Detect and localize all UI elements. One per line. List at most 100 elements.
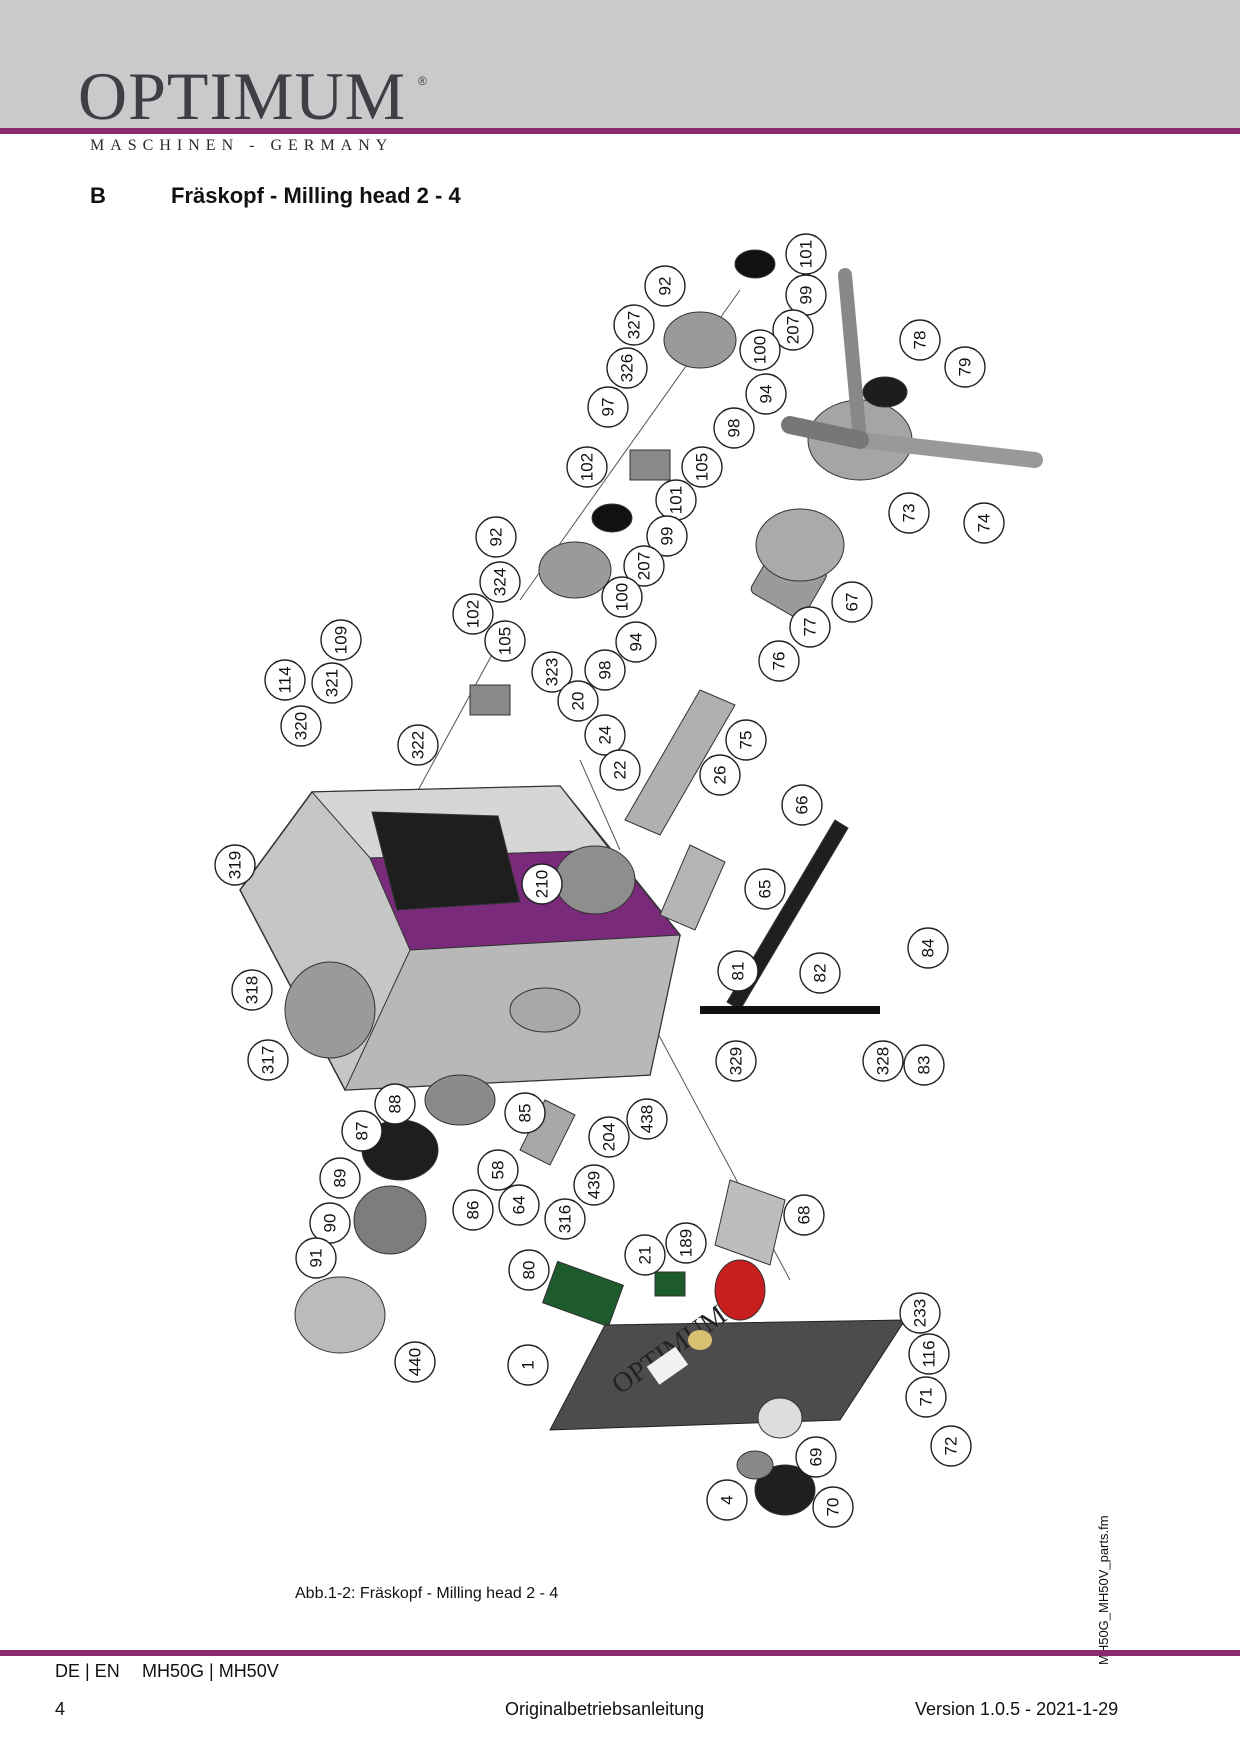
svg-text:101: 101 xyxy=(667,486,686,514)
svg-text:80: 80 xyxy=(520,1261,539,1280)
svg-text:20: 20 xyxy=(569,692,588,711)
svg-text:21: 21 xyxy=(636,1246,655,1265)
callout: 91 xyxy=(295,1237,337,1279)
svg-text:73: 73 xyxy=(900,504,919,523)
footer-models: MH50G | MH50V xyxy=(142,1661,279,1681)
callout: 66 xyxy=(781,784,823,826)
svg-text:79: 79 xyxy=(956,358,975,377)
svg-text:100: 100 xyxy=(613,583,632,611)
footer-divider xyxy=(0,1650,1240,1656)
lower-parts xyxy=(294,1074,786,1354)
spindle-parts xyxy=(624,508,880,1014)
svg-text:320: 320 xyxy=(292,712,311,740)
document-version: Version 1.0.5 - 2021-1-29 xyxy=(915,1699,1119,1719)
callout: 98 xyxy=(584,649,626,691)
svg-text:83: 83 xyxy=(915,1056,934,1075)
callout: 89 xyxy=(319,1157,361,1199)
svg-text:440: 440 xyxy=(406,1348,425,1376)
svg-text:65: 65 xyxy=(756,880,775,899)
header-band xyxy=(0,0,1240,128)
svg-text:102: 102 xyxy=(464,600,483,628)
callout: 90 xyxy=(309,1202,351,1244)
callout: 4 xyxy=(706,1479,748,1521)
svg-text:210: 210 xyxy=(533,870,552,898)
svg-text:91: 91 xyxy=(307,1249,326,1268)
callout: 94 xyxy=(615,621,657,663)
callout: 102 xyxy=(452,593,494,635)
svg-text:204: 204 xyxy=(600,1123,619,1151)
svg-text:99: 99 xyxy=(658,527,677,546)
brand-tagline: MASCHINEN - GERMANY xyxy=(90,137,394,154)
svg-text:70: 70 xyxy=(824,1498,843,1517)
svg-text:207: 207 xyxy=(635,552,654,580)
svg-text:207: 207 xyxy=(784,316,803,344)
svg-text:327: 327 xyxy=(625,311,644,339)
svg-text:67: 67 xyxy=(843,593,862,612)
callout: 116 xyxy=(908,1333,950,1375)
svg-text:64: 64 xyxy=(510,1196,529,1215)
svg-text:109: 109 xyxy=(332,626,351,654)
callout: 109 xyxy=(320,619,362,661)
document-type: Originalbetriebsanleitung xyxy=(505,1699,705,1719)
section-title: Fräskopf - Milling head 2 - 4 xyxy=(171,183,461,208)
svg-text:92: 92 xyxy=(487,528,506,547)
svg-text:92: 92 xyxy=(656,277,675,296)
callout: 83 xyxy=(903,1044,945,1086)
svg-text:98: 98 xyxy=(596,661,615,680)
header-divider xyxy=(0,128,1240,134)
callout: 438 xyxy=(626,1098,668,1140)
svg-text:94: 94 xyxy=(627,633,646,652)
figure-caption: Abb.1-2: Fräskopf - Milling head 2 - 4 xyxy=(295,1585,559,1602)
callout: 439 xyxy=(573,1164,615,1206)
footer-languages: DE | EN xyxy=(55,1661,120,1681)
callout: 316 xyxy=(544,1198,586,1240)
svg-text:76: 76 xyxy=(770,652,789,671)
svg-text:94: 94 xyxy=(757,385,776,404)
callout: 318 xyxy=(231,969,273,1011)
callout: 20 xyxy=(557,680,599,722)
registered-mark: ® xyxy=(418,74,427,88)
callout: 207 xyxy=(623,545,665,587)
svg-text:69: 69 xyxy=(807,1448,826,1467)
svg-text:90: 90 xyxy=(321,1214,340,1233)
exploded-parts-diagram: OPTIMUM 101 99 92 207 100 327 326 94 78 … xyxy=(214,233,1043,1528)
callout: 73 xyxy=(888,492,930,534)
callout: 92 xyxy=(475,516,517,558)
svg-text:105: 105 xyxy=(496,627,515,655)
svg-text:326: 326 xyxy=(618,354,637,382)
svg-text:81: 81 xyxy=(729,962,748,981)
svg-text:323: 323 xyxy=(543,658,562,686)
callout: 204 xyxy=(588,1116,630,1158)
callout: 327 xyxy=(613,304,655,346)
svg-text:84: 84 xyxy=(919,939,938,958)
svg-text:22: 22 xyxy=(611,761,630,780)
callout: 67 xyxy=(831,581,873,623)
brand-logo: OPTIMUM xyxy=(78,58,407,134)
callout: 98 xyxy=(713,407,755,449)
svg-text:85: 85 xyxy=(516,1104,535,1123)
callout: 86 xyxy=(452,1189,494,1231)
callout: 326 xyxy=(606,347,648,389)
callout: 77 xyxy=(789,606,831,648)
svg-text:68: 68 xyxy=(795,1206,814,1225)
svg-text:87: 87 xyxy=(353,1122,372,1141)
callout: 320 xyxy=(280,705,322,747)
callout: 210 xyxy=(521,863,563,905)
svg-text:71: 71 xyxy=(917,1388,936,1407)
svg-text:329: 329 xyxy=(727,1047,746,1075)
callout: 321 xyxy=(311,662,353,704)
callout: 324 xyxy=(479,561,521,603)
callout: 26 xyxy=(699,754,741,796)
svg-text:75: 75 xyxy=(737,731,756,750)
milling-head-housing xyxy=(239,785,682,1091)
callout: 87 xyxy=(341,1110,383,1152)
callout: 80 xyxy=(508,1249,550,1291)
svg-text:438: 438 xyxy=(638,1105,657,1133)
callout: 70 xyxy=(812,1486,854,1528)
svg-text:24: 24 xyxy=(596,726,615,745)
svg-text:1: 1 xyxy=(519,1360,538,1369)
svg-text:321: 321 xyxy=(323,669,342,697)
callout: 101 xyxy=(785,233,827,275)
callout: 82 xyxy=(799,952,841,994)
callout: 74 xyxy=(963,502,1005,544)
